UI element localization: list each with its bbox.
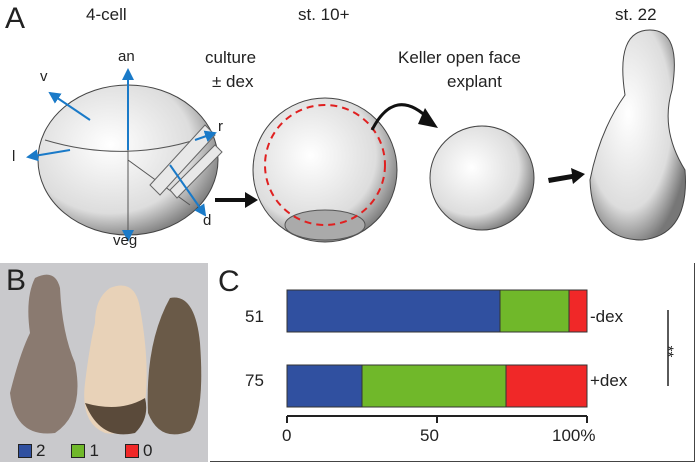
n-label-minus-dex: 51: [245, 307, 264, 326]
legend-item: 1: [71, 441, 99, 461]
stacked-bar-chart: [286, 289, 669, 423]
bar-segment-+dex-score-1: [361, 364, 507, 408]
category-plus-dex: +dex: [590, 371, 628, 390]
legend-label: 2: [36, 441, 46, 460]
panel-border: [694, 263, 695, 462]
panel-c-label: C: [218, 265, 240, 298]
panel-b-label: B: [6, 264, 27, 297]
axis-l-label: l: [12, 148, 16, 165]
bar-segment--dex-score-2: [286, 289, 501, 333]
x-tick-100: 100%: [552, 426, 596, 445]
embryo-score-2: [10, 274, 78, 434]
bar-segment--dex-score-1: [499, 289, 570, 333]
panel-a: A 4-cell an v l r d veg culture ± dex st…: [5, 2, 686, 249]
step-dex-label: ± dex: [212, 72, 254, 91]
x-tick-50: 50: [420, 426, 439, 445]
category-minus-dex: -dex: [590, 307, 624, 326]
axis-d-label: d: [203, 212, 212, 229]
embryo-score-1: [84, 285, 147, 434]
panel-c: C 51 75 -dex +dex ** 0 50 100%: [210, 263, 697, 462]
panel-b: B 2 1 0: [0, 263, 208, 462]
step-explant-label: Keller open face: [398, 48, 521, 67]
axis-veg-label: veg: [113, 232, 138, 249]
bar-segment-+dex-score-2: [286, 364, 363, 408]
stage22-explant: [589, 29, 686, 241]
step-explant-label-2: explant: [447, 72, 502, 91]
panel-a-drawings: [26, 29, 686, 243]
axis-r-label: r: [218, 118, 223, 135]
process-arrows: [215, 168, 585, 208]
legend-swatch: [71, 444, 86, 458]
significance-stars: **: [659, 345, 677, 358]
step-culture-label: culture: [205, 48, 257, 67]
score-legend: 2 1 0: [18, 441, 152, 461]
bar-segment--dex-score-0: [568, 289, 588, 333]
n-label-plus-dex: 75: [245, 371, 264, 390]
bar-segment-+dex-score-0: [505, 364, 588, 408]
embryo-score-0: [147, 297, 202, 435]
legend-item: 0: [124, 441, 153, 461]
explant: [429, 125, 535, 231]
embryo-photos: [10, 274, 202, 435]
stage-22-label: st. 22: [615, 5, 657, 24]
stage-4cell-label: 4-cell: [86, 5, 127, 24]
stage10-embryo: [252, 97, 438, 243]
legend-label: 1: [89, 441, 99, 460]
panel-a-label: A: [5, 2, 26, 35]
axis-an-label: an: [118, 48, 135, 65]
x-tick-0: 0: [282, 426, 292, 445]
axis-v-label: v: [40, 68, 48, 85]
legend-item: 2: [18, 441, 45, 461]
legend-swatch: [124, 444, 139, 458]
stage-10-label: st. 10+: [298, 5, 350, 24]
legend-swatch: [18, 444, 32, 458]
legend-label: 0: [142, 441, 153, 460]
axis-arrows: [26, 68, 217, 242]
